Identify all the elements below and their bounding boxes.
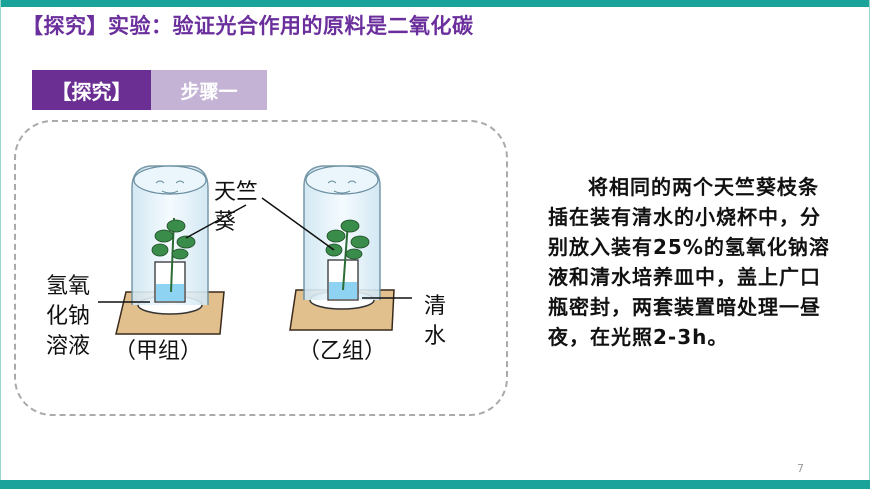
page-number: 7 bbox=[797, 462, 804, 475]
label-group-b: （乙组） bbox=[298, 339, 387, 364]
label-plant-line2: 葵 bbox=[214, 210, 237, 235]
tab-step-one: 步骤一 bbox=[151, 70, 267, 110]
label-naoh-line1: 氢氧 bbox=[46, 274, 91, 299]
apparatus-group-b bbox=[289, 165, 395, 331]
leader-lines bbox=[98, 197, 412, 303]
slide-title: 【探究】实验：验证光合作用的原料是二氧化碳 bbox=[22, 14, 474, 38]
left-border bbox=[0, 0, 1, 489]
solution-a bbox=[156, 284, 184, 301]
tab-explore: 【探究】 bbox=[32, 70, 151, 110]
label-naoh-line3: 溶液 bbox=[46, 334, 91, 359]
experiment-description: 将相同的两个天竺葵枝条插在装有清水的小烧杯中，分别放入装有25%的氢氧化钠溶液和… bbox=[548, 175, 830, 349]
apparatus-group-a bbox=[115, 165, 225, 335]
label-water-line2: 水 bbox=[424, 324, 447, 349]
illustration-panel bbox=[14, 120, 508, 416]
plant-leaves-a bbox=[151, 219, 196, 260]
label-plant-line1: 天竺 bbox=[214, 180, 259, 205]
bottom-accent-bar bbox=[0, 480, 870, 489]
label-naoh-line2: 化钠 bbox=[46, 304, 91, 329]
label-water-line1: 清 bbox=[424, 294, 447, 319]
label-group-a: （甲组） bbox=[114, 339, 203, 364]
top-accent-bar bbox=[0, 0, 870, 7]
solution-b bbox=[329, 282, 357, 299]
